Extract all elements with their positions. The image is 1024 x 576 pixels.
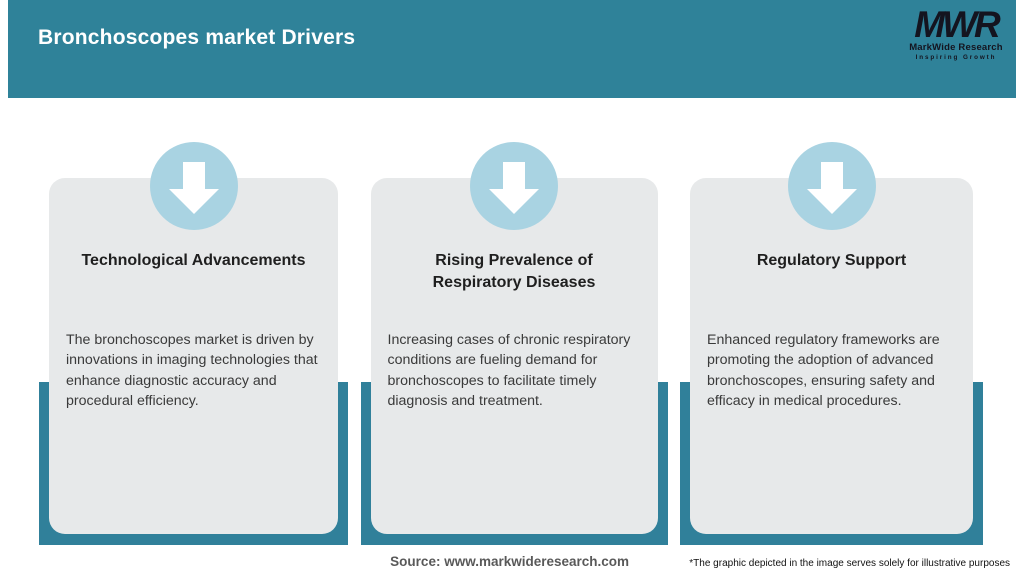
driver-column-regulatory-support: Regulatory Support Enhanced regulatory f… <box>680 140 983 545</box>
driver-column-rising-prevalence: Rising Prevalence of Respiratory Disease… <box>360 140 668 545</box>
driver-card: Rising Prevalence of Respiratory Disease… <box>370 178 658 534</box>
card-title: Regulatory Support <box>756 252 907 269</box>
drivers-card-row: Technological Advancements The bronchosc… <box>39 140 983 545</box>
disclaimer-text: *The graphic depicted in the image serve… <box>689 558 1010 569</box>
down-arrow-icon <box>168 162 219 214</box>
logo-name: MarkWide Research <box>909 42 1003 54</box>
driver-column-technological-advancements: Technological Advancements The bronchosc… <box>39 140 348 545</box>
card-description: The bronchoscopes market is driven by in… <box>66 332 318 410</box>
driver-card: Technological Advancements The bronchosc… <box>49 178 338 534</box>
down-arrow-badge <box>787 142 876 230</box>
card-title: Technological Advancements <box>81 252 306 269</box>
down-arrow-badge <box>149 142 238 230</box>
logo-tagline: Inspiring Growth <box>915 53 997 61</box>
card-description: Increasing cases of chronic respiratory … <box>387 332 631 410</box>
card-description: Enhanced regulatory frameworks are promo… <box>707 332 940 410</box>
card-title: Rising Prevalence of Respiratory Disease… <box>432 252 596 292</box>
markwide-research-logo: MWR MarkWide Research Inspiring Growth <box>904 4 1008 61</box>
down-arrow-icon <box>806 162 857 214</box>
source-text: Source: www.markwideresearch.com <box>390 554 630 569</box>
driver-card: Regulatory Support Enhanced regulatory f… <box>690 178 973 534</box>
page-title: Bronchoscopes market Drivers <box>38 26 356 49</box>
down-arrow-badge <box>470 142 558 230</box>
down-arrow-icon <box>489 162 539 214</box>
logo-acronym: MWR <box>914 4 1000 45</box>
header-bar: Bronchoscopes market Drivers MWR MarkWid… <box>8 0 1016 98</box>
